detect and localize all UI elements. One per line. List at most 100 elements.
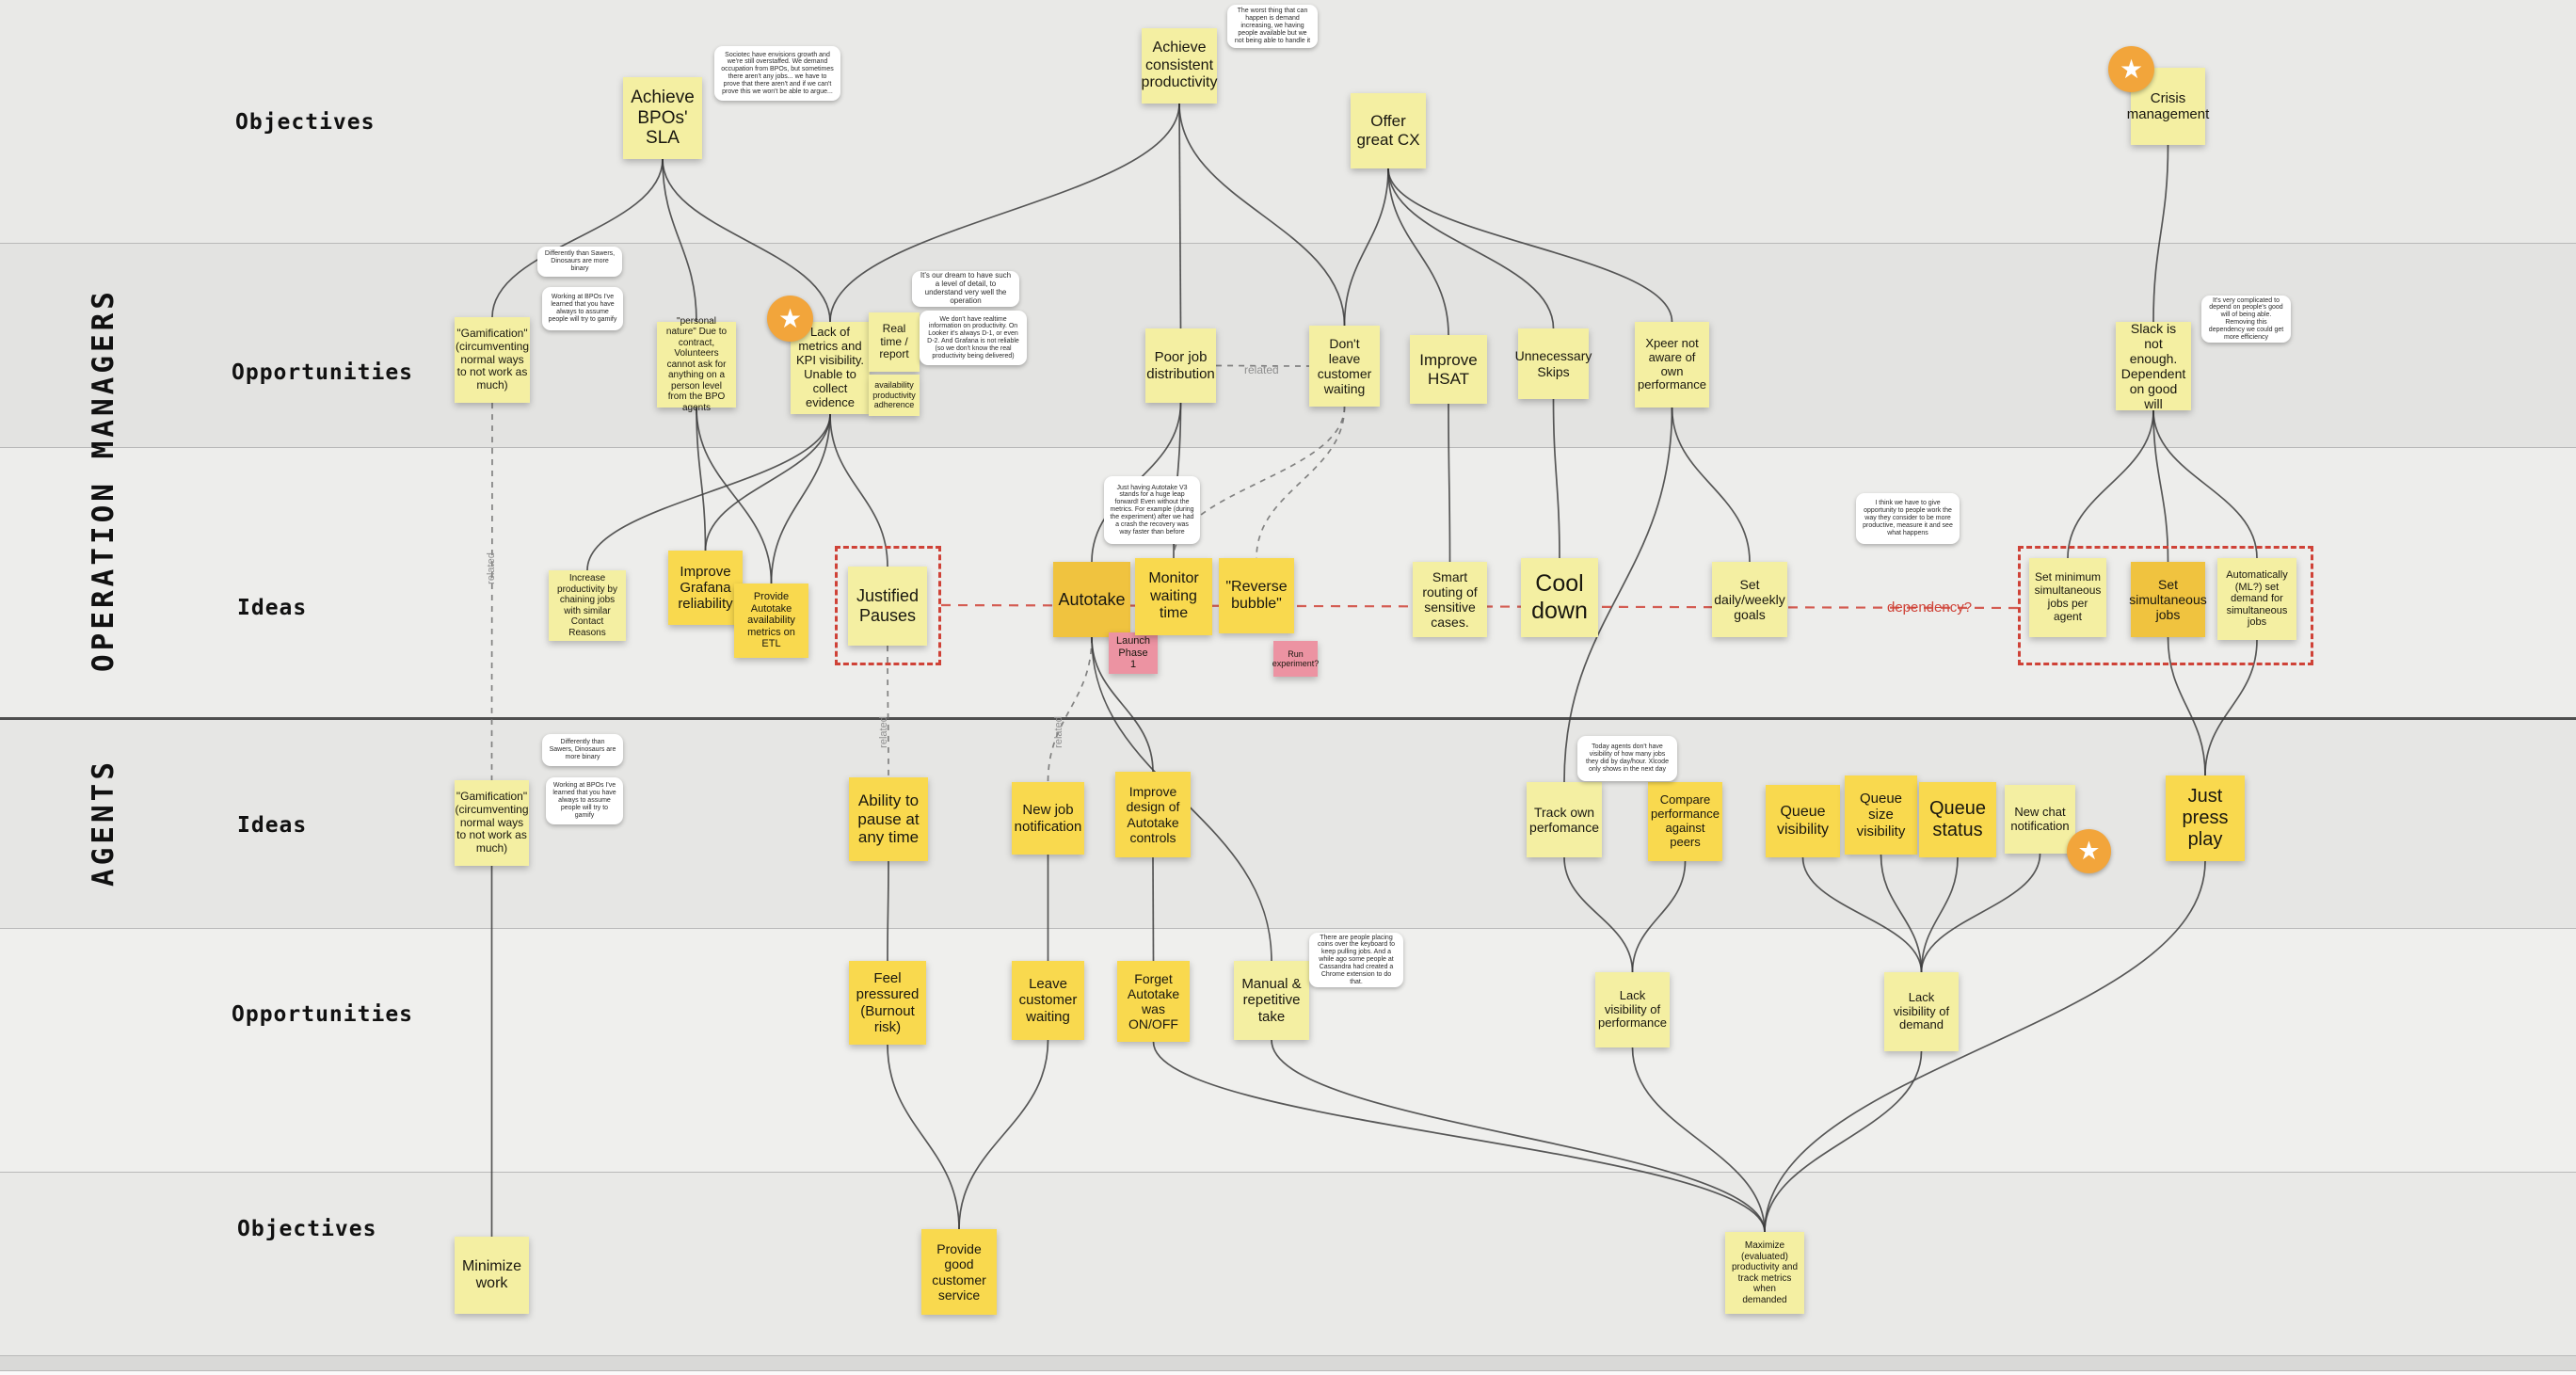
- speech-bubble-tail: [1867, 542, 1879, 544]
- sticky-note-provide-autotake-metrics[interactable]: Provide Autotake availability metrics on…: [734, 584, 808, 658]
- sticky-note-leave-customer-waiting[interactable]: Leave customer waiting: [1012, 961, 1084, 1040]
- sticky-note-personal-nature[interactable]: "personal nature" Due to contract, Volun…: [657, 316, 736, 413]
- star-icon[interactable]: ★: [767, 296, 813, 342]
- lane-label-om-opportunities: Opportunities: [232, 360, 414, 385]
- speech-bubble-bubble-gamify-ag[interactable]: Working at BPOs I've learned that you ha…: [546, 777, 623, 824]
- speech-bubble-bubble-differently-om[interactable]: Differently than Sawers, Dinosaurs are m…: [537, 247, 622, 277]
- label-related-gamification[interactable]: related: [485, 552, 497, 584]
- sticky-note-provide-good-cs[interactable]: Provide good customer service: [921, 1229, 997, 1315]
- speech-bubble-bubble-differently-ag[interactable]: Differently than Sawers, Dinosaurs are m…: [542, 734, 623, 766]
- sticky-note-lack-vis-demand[interactable]: Lack visibility of demand: [1884, 972, 1959, 1051]
- sticky-note-new-chat-notification[interactable]: New chat notification: [2005, 785, 2075, 854]
- speech-bubble-bubble-good-will[interactable]: It's very complicated to depend on peopl…: [2201, 296, 2291, 343]
- sticky-note-increase-productivity[interactable]: Increase productivity by chaining jobs w…: [549, 570, 626, 641]
- speech-bubble-bubble-dream-detail[interactable]: It's our dream to have such a level of d…: [912, 271, 1019, 307]
- speech-bubble-bubble-sla-argue[interactable]: Sociotec have envisions growth and we're…: [714, 46, 840, 101]
- sticky-note-real-time-report[interactable]: Real time / report: [869, 312, 920, 372]
- sticky-note-maximize-productivity[interactable]: Maximize (evaluated) productivity and tr…: [1725, 1232, 1804, 1314]
- lane-divider: [0, 243, 2576, 244]
- sticky-note-availability-adherence[interactable]: availability productivity adherence: [869, 375, 920, 416]
- sticky-note-set-daily-weekly-goals[interactable]: Set daily/weekly goals: [1712, 562, 1787, 637]
- label-related-poorjob[interactable]: related: [1244, 363, 1279, 376]
- sticky-note-queue-status[interactable]: Queue status: [1919, 782, 1996, 857]
- sticky-note-lack-metrics[interactable]: Lack of metrics and KPI visibility. Unab…: [791, 322, 870, 414]
- label-related-autotake[interactable]: related: [1052, 716, 1064, 748]
- sticky-note-improve-grafana[interactable]: Improve Grafana reliability: [668, 551, 743, 625]
- sticky-note-autotake[interactable]: Autotake: [1053, 562, 1130, 637]
- sticky-note-launch-phase-1[interactable]: Launch Phase 1: [1109, 632, 1158, 674]
- sticky-note-achieve-consistent-productivity[interactable]: Achieve consistent productivity: [1142, 28, 1217, 104]
- sticky-note-new-job-notification[interactable]: New job notification: [1012, 782, 1084, 855]
- speech-bubble-bubble-gamify-om[interactable]: Working at BPOs I've learned that you ha…: [542, 287, 623, 330]
- speech-bubble-bubble-opportunity[interactable]: I think we have to give opportunity to p…: [1856, 493, 1960, 544]
- sticky-note-smart-routing[interactable]: Smart routing of sensitive cases.: [1413, 562, 1487, 637]
- sticky-note-gamification-agents[interactable]: "Gamification" (circumventing normal way…: [455, 780, 529, 866]
- speech-bubble-tail: [1589, 779, 1600, 781]
- sticky-note-monitor-waiting-time[interactable]: Monitor waiting time: [1135, 558, 1212, 635]
- speech-bubble-tail: [557, 823, 568, 824]
- frame-justified-pauses[interactable]: [835, 546, 941, 665]
- sticky-note-set-simultaneous-jobs[interactable]: Set simultaneous jobs: [2129, 562, 2207, 637]
- star-icon[interactable]: ★: [2108, 46, 2154, 92]
- sticky-note-ability-to-pause[interactable]: Ability to pause at any time: [849, 777, 928, 861]
- lane-divider: [0, 447, 2576, 448]
- speech-bubble-bubble-agents-visibility[interactable]: Today agents don't have visibility of ho…: [1577, 736, 1677, 781]
- label-related-pause[interactable]: related: [877, 716, 889, 748]
- sticky-note-feel-pressured[interactable]: Feel pressured (Burnout risk): [849, 961, 926, 1045]
- speech-bubble-bubble-coins[interactable]: There are people placing coins over the …: [1309, 933, 1403, 987]
- speech-bubble-bubble-autotake-v3[interactable]: Just having Autotake V3 stands for a hug…: [1104, 476, 1200, 544]
- group-divider: [0, 717, 2576, 720]
- sticky-note-manual-repetitive-take[interactable]: Manual & repetitive take: [1234, 961, 1309, 1040]
- sticky-note-reverse-bubble[interactable]: "Reverse bubble": [1219, 558, 1294, 633]
- sticky-note-gamification-om[interactable]: "Gamification" (circumventing normal way…: [455, 317, 530, 403]
- sticky-note-set-min-simultaneous[interactable]: Set minimum simultaneous jobs per agent: [2029, 558, 2106, 637]
- frame-simultaneous-group[interactable]: [2018, 546, 2313, 665]
- speech-bubble-tail: [553, 328, 565, 330]
- lane-label-agents-opportunities: Opportunities: [232, 1002, 414, 1027]
- sticky-note-dont-leave-customer-waiting[interactable]: Don't leave customer waiting: [1309, 326, 1380, 407]
- star-icon[interactable]: ★: [2067, 829, 2111, 873]
- sticky-note-forget-autotake[interactable]: Forget Autotake was ON/OFF: [1117, 961, 1190, 1042]
- sticky-note-minimize-work[interactable]: Minimize work: [455, 1237, 529, 1314]
- sticky-note-cool-down[interactable]: Cool down: [1521, 558, 1598, 637]
- band-objectives-bottom: [0, 1172, 2576, 1355]
- sticky-note-auto-ml-demand[interactable]: Automatically (ML?) set demand for simul…: [2217, 558, 2296, 640]
- lane-label-operation-managers: OPERATION MANAGERS: [87, 288, 120, 673]
- speech-bubble-tail: [931, 363, 942, 365]
- sticky-note-lack-vis-performance[interactable]: Lack visibility of performance: [1595, 972, 1670, 1047]
- sticky-note-queue-size-visibility[interactable]: Queue size visibility: [1845, 775, 1917, 855]
- lane-divider: [0, 1355, 2576, 1356]
- lane-divider: [0, 1172, 2576, 1173]
- sticky-note-xpeer-not-aware[interactable]: Xpeer not aware of own performance: [1635, 322, 1709, 408]
- sticky-note-offer-great-cx[interactable]: Offer great CX: [1351, 93, 1426, 168]
- speech-bubble-tail: [1320, 985, 1332, 987]
- lane-divider: [0, 1370, 2576, 1371]
- speech-bubble-tail: [553, 764, 565, 766]
- label-dependency[interactable]: dependency?: [1887, 600, 1973, 616]
- lane-label-agents-ideas: Ideas: [237, 813, 308, 838]
- sticky-note-queue-visibility[interactable]: Queue visibility: [1766, 785, 1840, 857]
- sticky-note-track-own-performance[interactable]: Track own perfomance: [1527, 782, 1602, 857]
- band-footer-strip: [0, 1355, 2576, 1370]
- speech-bubble-tail: [549, 275, 560, 277]
- sticky-note-improve-autotake-controls[interactable]: Improve design of Autotake controls: [1115, 772, 1191, 857]
- speech-bubble-tail: [2213, 341, 2224, 343]
- lane-label-objectives-top: Objectives: [235, 110, 376, 135]
- lane-label-agents: AGENTS: [87, 759, 120, 887]
- sticky-note-poor-job-distribution[interactable]: Poor job distribution: [1145, 328, 1216, 403]
- speech-bubble-bubble-worst-thing[interactable]: The worst thing that can happen is deman…: [1227, 5, 1318, 48]
- sticky-note-slack-not-enough[interactable]: Slack is not enough. Dependent on good w…: [2116, 321, 2191, 411]
- sticky-note-achieve-bpo-sla[interactable]: Achieve BPOs' SLA: [623, 77, 702, 159]
- speech-bubble-bubble-no-realtime[interactable]: We don't have realtime information on pr…: [920, 311, 1027, 365]
- sticky-note-just-press-play[interactable]: Just press play: [2166, 775, 2245, 861]
- sticky-note-unnecessary-skips[interactable]: Unnecessary Skips: [1515, 328, 1592, 399]
- sticky-note-run-experiment[interactable]: Run experiment?: [1272, 641, 1319, 677]
- speech-bubble-tail: [1115, 542, 1127, 544]
- lane-divider: [0, 928, 2576, 929]
- sticky-note-justified-pauses[interactable]: Justified Pauses: [848, 567, 927, 646]
- sticky-note-compare-performance[interactable]: Compare performance against peers: [1648, 782, 1722, 861]
- speech-bubble-tail: [923, 305, 935, 307]
- lane-label-om-ideas: Ideas: [237, 596, 308, 620]
- sticky-note-improve-hsat[interactable]: Improve HSAT: [1410, 335, 1487, 404]
